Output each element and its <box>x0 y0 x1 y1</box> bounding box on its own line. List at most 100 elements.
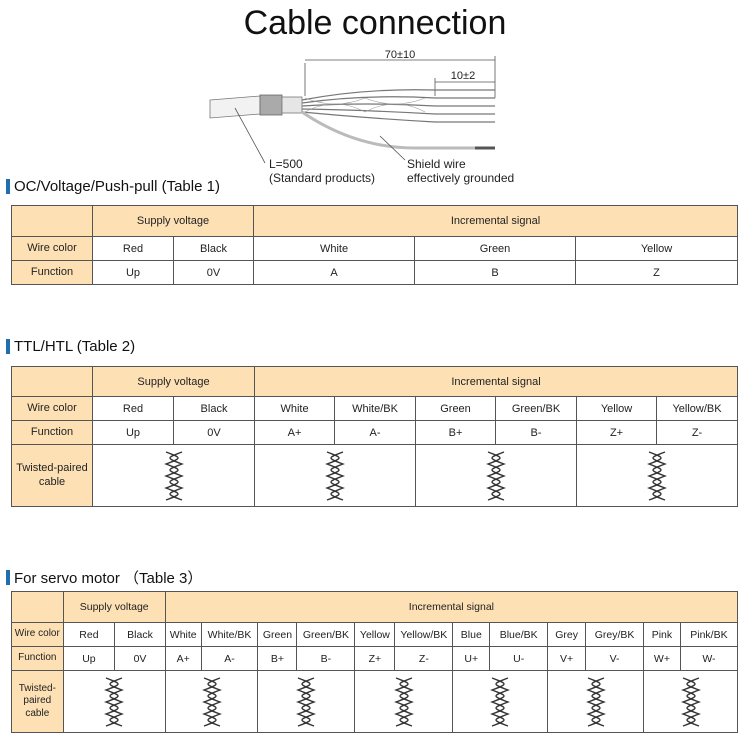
twisted-pair-cell <box>164 670 259 733</box>
twisted-pair-icon <box>490 676 511 727</box>
table3-function-cell: V+ <box>547 646 587 671</box>
twisted-pair-icon <box>296 676 317 727</box>
twisted-pair-icon <box>393 676 414 727</box>
table2-color-cell: White <box>254 396 336 421</box>
table3-heading-text: For servo motor （Table 3） <box>14 570 203 587</box>
table3-heading: For servo motor （Table 3） <box>6 567 202 588</box>
dimension-strip: 10±2 <box>451 70 475 82</box>
twisted-pair-icon <box>325 450 346 501</box>
table3-function-cell: 0V <box>114 646 166 671</box>
table3-color-cell: White <box>164 622 202 647</box>
table2-function-cell: B- <box>495 420 578 445</box>
table3-function-cell: A- <box>200 646 259 671</box>
twisted-pair-icon <box>585 676 606 727</box>
table3-function-cell: Z- <box>394 646 454 671</box>
table2: Supply voltage Incremental signal Wire c… <box>11 366 739 507</box>
table3-color-cell: Pink <box>643 622 681 647</box>
twisted-pair-cell <box>354 670 454 733</box>
table3-group-signal: Incremental signal <box>164 591 739 623</box>
table3-row-label-twisted: Twisted-paired cable <box>11 670 64 733</box>
table2-heading-text: TTL/HTL (Table 2) <box>14 338 136 355</box>
table1-color-cell: White <box>253 236 416 261</box>
twisted-pair-cell <box>576 444 739 507</box>
table2-color-cell: Yellow <box>576 396 658 421</box>
table1-corner <box>11 205 93 237</box>
table3-function-cell: V- <box>585 646 644 671</box>
table3-row-label-color: Wire color <box>11 622 64 647</box>
table1-color-cell: Red <box>92 236 174 261</box>
twisted-pair-cell <box>643 670 738 733</box>
table3-row-label-function: Function <box>11 646 64 671</box>
cable-diagram: 70±10 10±2 L=500 (Standard products) Shi… <box>209 49 514 185</box>
length-note: (Standard products) <box>269 171 375 185</box>
table1-color-cell: Black <box>172 236 255 261</box>
table1-heading: OC/Voltage/Push-pull (Table 1) <box>6 178 220 195</box>
table2-color-cell: Green <box>415 396 497 421</box>
table1-color-cell: Yellow <box>575 236 739 261</box>
table2-heading: TTL/HTL (Table 2) <box>6 338 135 355</box>
table1: Supply voltage Incremental signal Wire c… <box>11 205 739 285</box>
table2-corner <box>11 366 93 397</box>
table3-corner <box>11 591 64 623</box>
table1-heading-text: OC/Voltage/Push-pull (Table 1) <box>14 178 220 195</box>
table3-function-cell: U+ <box>452 646 491 671</box>
heading-bar <box>6 339 10 354</box>
table3-color-cell: Green <box>257 622 298 647</box>
twisted-pair-cell <box>62 670 166 733</box>
page-title: Cable connection <box>243 4 507 42</box>
dimension-total: 70±10 <box>385 49 416 61</box>
table1-function-cell: Up <box>92 260 174 285</box>
table3-function-cell: W- <box>679 646 739 671</box>
table3-color-cell: Pink/BK <box>679 622 739 647</box>
table3-function-cell: Up <box>62 646 116 671</box>
table3-function-cell: U- <box>489 646 549 671</box>
table1-function-cell: Z <box>575 260 739 285</box>
table1-function-cell: 0V <box>172 260 255 285</box>
table3-function-cell: A+ <box>164 646 202 671</box>
table3-function-cell: B- <box>296 646 356 671</box>
table2-row-label-twisted: Twisted-paired cable <box>11 444 93 507</box>
twisted-pair-cell <box>415 444 578 507</box>
table1-group-signal: Incremental signal <box>253 205 739 237</box>
table3-color-cell: Yellow <box>354 622 396 647</box>
table2-function-cell: A- <box>334 420 417 445</box>
table2-function-cell: 0V <box>172 420 256 445</box>
table3-color-cell: Grey <box>547 622 587 647</box>
table3-color-cell: Blue <box>452 622 491 647</box>
shield-label-line1: Shield wire <box>407 157 466 171</box>
table3-color-cell: Green/BK <box>296 622 356 647</box>
table2-row-label-function: Function <box>11 420 93 445</box>
table3-color-cell: Yellow/BK <box>394 622 454 647</box>
twisted-pair-cell <box>547 670 644 733</box>
table1-function-cell: A <box>253 260 416 285</box>
table2-color-cell: Green/BK <box>495 396 578 421</box>
twisted-pair-icon <box>163 450 184 501</box>
table3-group-supply: Supply voltage <box>62 591 166 623</box>
table1-function-cell: B <box>414 260 577 285</box>
twisted-pair-cell <box>254 444 417 507</box>
table1-row-label-color: Wire color <box>11 236 93 261</box>
table2-color-cell: White/BK <box>334 396 417 421</box>
length-label: L=500 <box>269 157 303 171</box>
table3-function-cell: W+ <box>643 646 681 671</box>
twisted-pair-icon <box>680 676 701 727</box>
table3-color-cell: Grey/BK <box>585 622 644 647</box>
table3: Supply voltage Incremental signal Wire c… <box>11 591 739 733</box>
table2-function-cell: A+ <box>254 420 336 445</box>
table3-color-cell: White/BK <box>200 622 259 647</box>
table2-color-cell: Red <box>92 396 174 421</box>
table2-color-cell: Yellow/BK <box>656 396 739 421</box>
twisted-pair-icon <box>201 676 222 727</box>
table1-color-cell: Green <box>414 236 577 261</box>
twisted-pair-cell <box>257 670 356 733</box>
table2-group-supply: Supply voltage <box>91 366 256 397</box>
table3-color-cell: Black <box>114 622 166 647</box>
twisted-pair-icon <box>647 450 668 501</box>
table3-function-cell: B+ <box>257 646 298 671</box>
table1-row-label-function: Function <box>11 260 93 285</box>
shield-label-line2: effectively grounded <box>407 171 514 185</box>
table2-row-label-color: Wire color <box>11 396 93 421</box>
table2-function-cell: Z- <box>656 420 739 445</box>
table1-group-supply: Supply voltage <box>91 205 255 237</box>
table3-color-cell: Blue/BK <box>489 622 549 647</box>
